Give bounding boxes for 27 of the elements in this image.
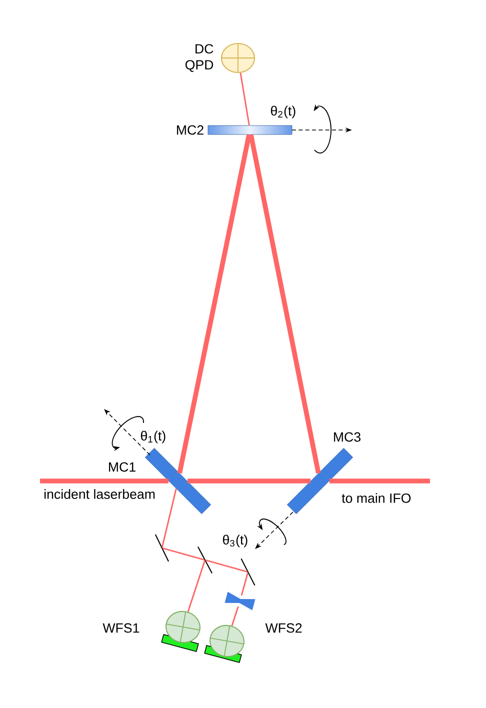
laser-beam (187, 478, 311, 484)
angle-label: θ$_{3}$(t) (222, 534, 248, 548)
pickoff-mirror (154, 534, 170, 562)
mirror-label: MC2 (177, 125, 204, 135)
lens (224, 592, 256, 610)
laser-beam (162, 547, 204, 561)
beam-label: to main IFO (340, 492, 413, 504)
laser-beam (240, 572, 248, 596)
detector-label: DC QPD (185, 44, 214, 72)
mirror-label: MC3 (334, 432, 360, 442)
sensor-label: WFS1 (102, 623, 140, 633)
laser-beam (187, 560, 206, 612)
laser-beam (161, 488, 177, 548)
laser-beam (206, 560, 248, 573)
pickoff-mirror (197, 546, 213, 574)
beam-label: incident laserbeam (42, 488, 157, 500)
angle-label: θ$_{2}$(t) (270, 106, 296, 118)
laser-beam (40, 478, 169, 484)
pickoff-mirror (240, 558, 256, 586)
laser-beam (329, 478, 430, 484)
sensor-label: WFS2 (265, 623, 302, 633)
laser-beam (248, 134, 321, 474)
laser-beam (177, 134, 252, 474)
mirror-label: MC1 (109, 462, 136, 472)
laser-beam (231, 606, 239, 626)
angle-label: θ$_{1}$(t) (140, 430, 166, 444)
laser-beam (240, 72, 250, 126)
